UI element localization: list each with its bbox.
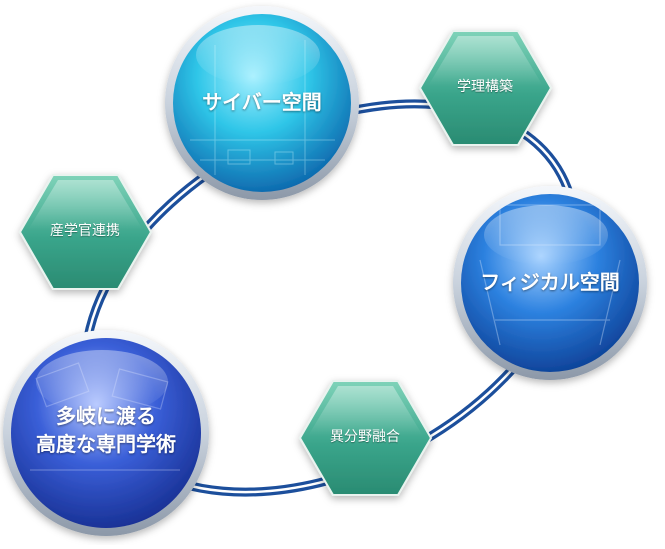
hexagon-collaboration xyxy=(18,174,153,290)
circle-expertise xyxy=(3,330,209,536)
hexagon-theory xyxy=(418,30,553,146)
circle-cyber xyxy=(165,6,359,200)
expertise-label-line2: 高度な専門学術 xyxy=(36,432,176,456)
circle-physical xyxy=(453,186,647,380)
expertise-label-line1: 多岐に渡る xyxy=(56,404,156,428)
theory-building-label: 学理構築 xyxy=(457,79,513,95)
interdisciplinary-fusion-label: 異分野融合 xyxy=(330,429,400,445)
hexagon-interdisciplinary xyxy=(298,380,433,496)
physical-space-label: フィジカル空間 xyxy=(480,270,620,294)
industry-academia-government-label: 産学官連携 xyxy=(50,223,120,239)
cyber-space-label: サイバー空間 xyxy=(202,90,322,114)
